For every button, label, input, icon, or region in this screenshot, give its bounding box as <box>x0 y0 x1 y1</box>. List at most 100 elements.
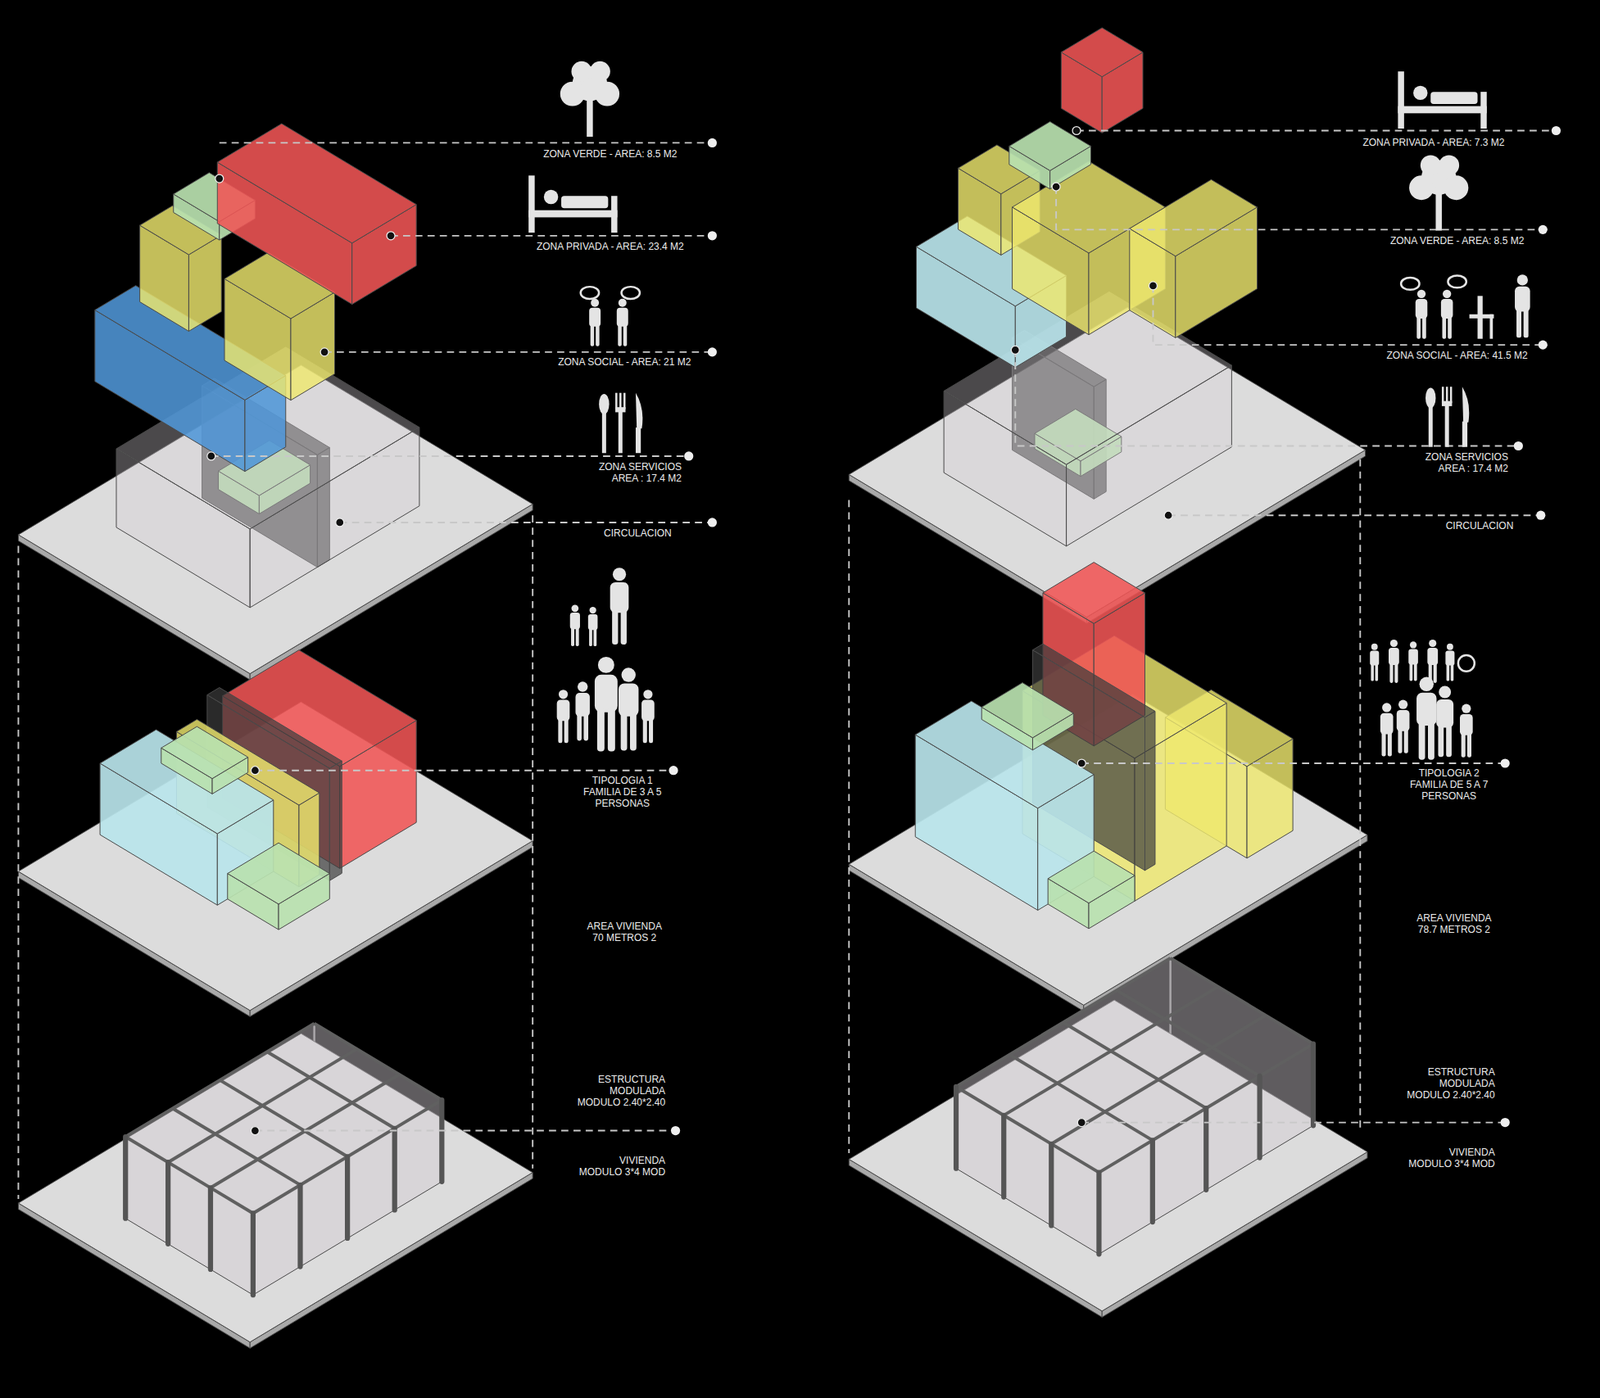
structure-1 <box>125 1024 442 1215</box>
family-icon <box>1369 639 1475 761</box>
family-icon <box>610 567 630 645</box>
leader-dots <box>670 1126 680 1136</box>
exploded-zones-2 <box>1060 27 1143 78</box>
bed-icon <box>528 175 535 233</box>
family-icon <box>1369 643 1379 682</box>
zone-label: AREA VIVIENDA 78.7 METROS 2 <box>1410 912 1497 936</box>
tree-icon <box>1438 154 1460 176</box>
social-icon <box>1441 290 1454 340</box>
bed-icon <box>1397 71 1487 129</box>
utensils-icon <box>1428 406 1433 448</box>
family-icon <box>1380 702 1394 757</box>
family-icon <box>641 689 655 744</box>
leader-dots <box>335 518 345 527</box>
leader-dots <box>1072 126 1081 136</box>
exploded-zones-1 <box>217 123 417 244</box>
structure-1 <box>165 1162 171 1245</box>
family-icon <box>557 689 571 744</box>
tree-icon <box>1409 154 1469 231</box>
utensils-icon <box>615 393 617 410</box>
structure-2 <box>956 958 1314 1255</box>
leader-dots <box>707 138 717 148</box>
structure-2 <box>956 958 1171 1088</box>
utensils-icon <box>635 427 641 454</box>
leader-lines <box>18 130 1552 1200</box>
structure-2 <box>953 1087 959 1170</box>
social-icon <box>1447 275 1466 288</box>
leader-dots <box>1538 340 1548 350</box>
assembled-house-2 <box>848 562 1368 1012</box>
utensils-icon <box>1462 421 1468 448</box>
leader-dots <box>215 174 224 183</box>
social-icon <box>580 286 640 347</box>
bed-icon <box>611 195 617 233</box>
bed-icon <box>561 195 608 209</box>
zone-label: ZONA VERDE - AREA: 8.5 M2 <box>516 148 705 160</box>
leader-lines <box>254 770 670 772</box>
zone-label: ZONA SOCIAL - AREA: 41.5 M2 <box>1360 349 1555 362</box>
leader-dots <box>1010 345 1020 354</box>
structure-2 <box>848 958 1368 1318</box>
structure-2 <box>956 958 1314 1174</box>
zone-label: TIPOLOGIA 2 FAMILIA DE 5 A 7 PERSONAS <box>1405 767 1492 803</box>
leader-dots <box>1077 1119 1086 1128</box>
tree-icon <box>589 61 611 82</box>
structure-1 <box>297 1185 303 1268</box>
leader-lines <box>254 1130 671 1133</box>
social-icon <box>616 299 629 347</box>
leader-lines <box>1152 285 1539 345</box>
tree-icon <box>1409 175 1434 200</box>
zone-label: ZONA SERVICIOS AREA : 17.4 M2 <box>1416 451 1509 475</box>
leader-dots <box>1513 441 1523 451</box>
structure-1 <box>167 1049 357 1163</box>
leader-dots <box>386 231 395 241</box>
leader-dots <box>668 766 678 776</box>
zone-label: ESTRUCTURA MODULADA MODULO 2.40*2.40 <box>573 1074 666 1109</box>
structure-2 <box>848 958 1368 1318</box>
family-icon <box>1396 700 1410 754</box>
zone-label: CIRCULACION <box>1426 520 1533 532</box>
leader-dots <box>707 347 717 357</box>
structure-1 <box>392 1128 398 1211</box>
structure-2 <box>956 958 1314 1174</box>
structure-2 <box>1048 1144 1054 1227</box>
family-icon <box>1445 643 1455 682</box>
leader-dots <box>1164 511 1173 520</box>
leader-dots <box>1077 759 1086 768</box>
structure-1 <box>125 1024 442 1215</box>
leader-lines <box>1359 459 1361 1129</box>
assembled-house-1 <box>227 843 331 905</box>
bed-icon <box>1430 91 1478 105</box>
leader-dots <box>1500 758 1510 768</box>
bed-icon <box>543 190 558 204</box>
assembled-house-2 <box>1047 851 1135 930</box>
leader-lines <box>219 142 709 145</box>
zone-label: ZONA SERVICIOS AREA : 17.4 M2 <box>589 461 682 485</box>
utensils-icon <box>602 412 607 454</box>
family-icon <box>570 604 581 647</box>
social-icon <box>1400 274 1531 340</box>
bed-icon <box>528 175 617 233</box>
utensils-icon <box>1425 387 1436 408</box>
leader-lines <box>1081 762 1501 765</box>
leader-lines <box>531 515 534 1169</box>
leader-lines <box>847 500 850 1154</box>
family-icon <box>575 681 590 741</box>
tree-icon <box>560 81 585 107</box>
zone-label: ZONA SOCIAL - AREA: 21 M2 <box>530 356 719 368</box>
bed-icon <box>1397 106 1487 114</box>
structure-2 <box>1051 1015 1266 1145</box>
structure-1 <box>344 1156 350 1239</box>
leader-dots <box>707 231 717 241</box>
assembled-house-1 <box>18 650 533 1018</box>
leader-lines <box>390 235 708 237</box>
bed-icon <box>528 210 617 218</box>
utensils-icon <box>598 394 609 415</box>
zone-label: CIRCULACION <box>584 527 691 540</box>
exploded-zones-1 <box>217 123 417 305</box>
structure-2 <box>1150 1140 1156 1223</box>
family-icon <box>557 567 655 752</box>
assembled-house-2 <box>1134 702 1227 902</box>
utensils-icon <box>1445 386 1448 404</box>
leader-dots <box>250 766 259 776</box>
